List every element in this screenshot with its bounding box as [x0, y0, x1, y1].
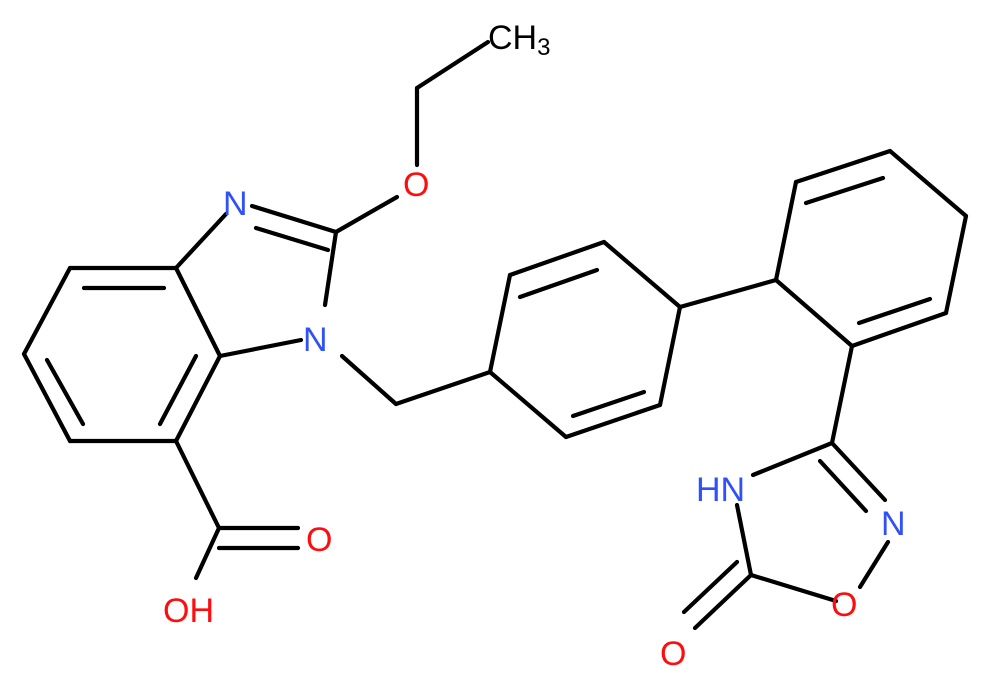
bond	[173, 265, 223, 359]
bond	[829, 440, 888, 503]
bond	[856, 296, 933, 326]
bond	[601, 239, 683, 310]
atom-label-o-carbonyl: O	[306, 521, 332, 559]
atom-label-ch3: CH3	[488, 19, 550, 61]
bond	[817, 458, 869, 514]
atom-label-n3: N	[223, 185, 248, 223]
bond	[943, 213, 969, 316]
bond	[217, 337, 304, 359]
bonds	[21, 39, 969, 631]
atom-label-n1: N	[303, 321, 328, 359]
atom-label-o-oxadiazole: O	[831, 586, 857, 624]
bond	[157, 353, 199, 427]
bond	[692, 572, 754, 631]
bond	[677, 277, 779, 310]
bond	[193, 525, 222, 581]
bond	[21, 265, 73, 357]
bond	[793, 148, 893, 185]
bond	[773, 277, 855, 349]
bond	[21, 351, 73, 444]
atom-label-hn: HN	[696, 471, 745, 509]
bond	[44, 357, 86, 427]
bond	[507, 239, 607, 278]
bond	[803, 175, 886, 206]
bond	[249, 203, 339, 235]
bond	[849, 310, 949, 349]
bond	[517, 267, 600, 300]
bond	[487, 272, 513, 375]
bond	[829, 343, 855, 446]
bond	[734, 502, 754, 578]
atom-label-oh: OH	[163, 592, 214, 630]
bond	[563, 402, 663, 440]
bond	[173, 438, 222, 531]
bond	[173, 353, 223, 444]
atom-labels: CH3 O N N O OH HN N O O	[163, 19, 906, 673]
bond	[887, 148, 969, 219]
atom-label-o-ketone: O	[660, 635, 686, 673]
bond	[570, 389, 647, 419]
bond	[748, 572, 839, 604]
bond	[487, 369, 569, 440]
bond	[773, 179, 799, 283]
bond	[681, 559, 740, 615]
bond	[657, 304, 683, 408]
bond	[173, 211, 229, 271]
bond	[322, 229, 339, 308]
bond	[339, 353, 399, 407]
bond	[333, 194, 400, 235]
bond	[750, 440, 835, 478]
bond	[393, 369, 493, 407]
bond	[414, 39, 491, 91]
atom-label-o-ether: O	[403, 166, 429, 204]
atom-label-n-oxadiazole: N	[881, 505, 906, 543]
bond	[253, 225, 331, 253]
bond	[857, 539, 891, 590]
